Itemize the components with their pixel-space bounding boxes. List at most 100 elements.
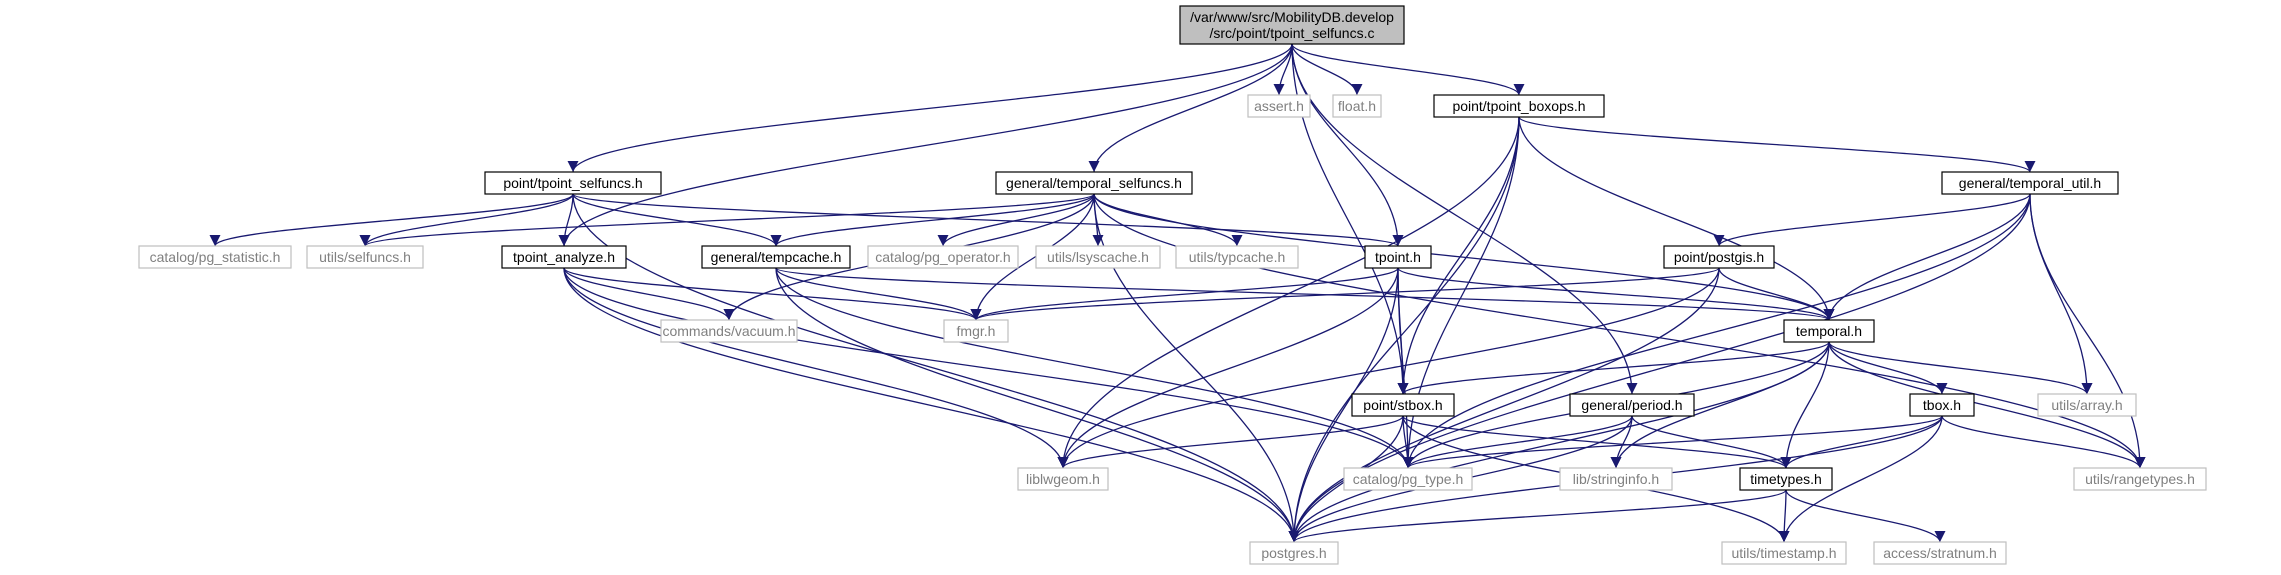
node-label: timetypes.h [1750,471,1822,487]
edge-temporal_selfuncs-to-pg_operator [937,193,1095,247]
edge-temporal_selfuncs-to-typcache [1093,193,1243,247]
edge-postgis-to-liblwgeom [1057,267,1720,469]
edge-root-to-float [1291,43,1363,96]
node-box [1351,393,1455,417]
node-label: point/tpoint_selfuncs.h [503,175,642,191]
edge-stbox-to-liblwgeom [1057,415,1404,469]
node-label: general/temporal_selfuncs.h [1006,175,1182,191]
node-label: utils/rangetypes.h [2085,471,2195,487]
node-tpoint[interactable]: tpoint.h [1364,245,1432,269]
edge-timetypes-to-stratnum [1785,489,1946,543]
node-box [660,319,798,343]
edge-temporal-to-array [1828,341,2093,395]
node-label: tbox.h [1923,397,1961,413]
node-pg_statistic: catalog/pg_statistic.h [138,245,292,269]
edge-tpoint_boxops-to-liblwgeom [1057,116,1520,469]
node-box [1343,467,1473,491]
edge-timetypes-to-timestamp [1778,489,1790,543]
edge-temporal-to-timetypes [1780,341,1830,469]
node-label: catalog/pg_type.h [1353,471,1464,487]
node-tempcache[interactable]: general/tempcache.h [701,245,851,269]
node-tpoint_selfuncs_h[interactable]: point/tpoint_selfuncs.h [484,171,662,195]
node-label: catalog/pg_statistic.h [150,249,281,265]
node-root: /var/www/src/MobilityDB.develop/src/poin… [1179,5,1405,45]
edge-temporal_util-to-pg_type [1402,193,2031,469]
node-vacuum: commands/vacuum.h [660,319,798,343]
edge-tpoint_analyze-to-vacuum [563,267,735,321]
node-box [138,245,292,269]
node-box [1017,467,1109,491]
node-tbox[interactable]: tbox.h [1909,393,1975,417]
node-typcache: utils/typcache.h [1175,245,1299,269]
node-box [1433,94,1605,118]
node-label: point/stbox.h [1363,397,1442,413]
node-box [1035,245,1161,269]
edge-tpoint_analyze-to-liblwgeom [563,267,1069,469]
node-timetypes[interactable]: timetypes.h [1739,467,1833,491]
node-box [1739,467,1833,491]
edge-tpoint_boxops-to-stbox [1397,116,1520,395]
node-label: tpoint_analyze.h [513,249,615,265]
node-box [1249,541,1339,565]
node-box [867,245,1019,269]
edge-tempcache-to-temporal [775,267,1834,321]
edge-postgis-to-postgres [1288,267,1720,543]
edge-temporal_util-to-temporal [1823,193,2031,321]
node-box [1364,245,1432,269]
node-timestamp: utils/timestamp.h [1721,541,1847,565]
node-label: fmgr.h [957,323,996,339]
edge-root-to-tpoint [1291,43,1404,247]
edge-tpoint-to-liblwgeom [1057,267,1399,469]
node-label: tpoint.h [1375,249,1421,265]
node-postgis[interactable]: point/postgis.h [1663,245,1775,269]
node-box [306,245,424,269]
node-label: utils/array.h [2051,397,2122,413]
edge-tpoint-to-temporal [1397,267,1835,321]
node-box [1332,94,1382,118]
node-tpoint_analyze[interactable]: tpoint_analyze.h [501,245,627,269]
edge-temporal-to-postgres [1288,341,1830,543]
node-box [1569,393,1695,417]
node-label: general/tempcache.h [711,249,842,265]
node-box [1873,541,2007,565]
edge-temporal_selfuncs-to-selfuncs [359,193,1095,247]
node-box [701,245,851,269]
node-box [1175,245,1299,269]
edge-tpoint_analyze-to-fmgr [563,267,982,321]
node-temporal_util[interactable]: general/temporal_util.h [1941,171,2119,195]
node-label: temporal.h [1796,323,1862,339]
edge-period-to-pg_type [1402,415,1633,469]
node-box [1941,171,2119,195]
edge-tpoint-to-pg_type [1397,267,1414,469]
edge-root-to-period [1291,43,1638,395]
node-rangetypes: utils/rangetypes.h [2073,467,2207,491]
edge-temporal-to-rangetypes [1828,341,2146,469]
node-box [2073,467,2207,491]
edge-tpoint_selfuncs_h-to-pg_statistic [209,193,574,247]
edge-tpoint_analyze-to-postgres [563,267,1300,543]
node-fmgr: fmgr.h [943,319,1009,343]
node-label: general/temporal_util.h [1959,175,2101,191]
node-stbox[interactable]: point/stbox.h [1351,393,1455,417]
node-temporal[interactable]: temporal.h [1783,319,1875,343]
edge-temporal_selfuncs-to-fmgr [970,193,1095,321]
edge-tbox-to-timetypes [1780,415,1943,469]
node-period[interactable]: general/period.h [1569,393,1695,417]
node-label: point/postgis.h [1674,249,1764,265]
node-label: liblwgeom.h [1026,471,1100,487]
node-box [1559,467,1673,491]
node-tpoint_boxops[interactable]: point/tpoint_boxops.h [1433,94,1605,118]
node-box [2037,393,2137,417]
edge-tpoint_analyze-to-pg_type [563,267,1414,469]
edge-tempcache-to-pg_type [775,267,1414,469]
node-temporal_selfuncs[interactable]: general/temporal_selfuncs.h [995,171,1193,195]
node-selfuncs: utils/selfuncs.h [306,245,424,269]
node-label: /src/point/tpoint_selfuncs.c [1210,25,1375,41]
node-label: float.h [1338,98,1376,114]
nodes-layer: /var/www/src/MobilityDB.develop/src/poin… [138,5,2207,565]
edge-tpoint-to-fmgr [970,267,1399,321]
edge-tpoint_boxops-to-temporal [1518,116,1835,321]
edge-temporal-to-tbox [1828,341,1948,395]
node-array: utils/array.h [2037,393,2137,417]
